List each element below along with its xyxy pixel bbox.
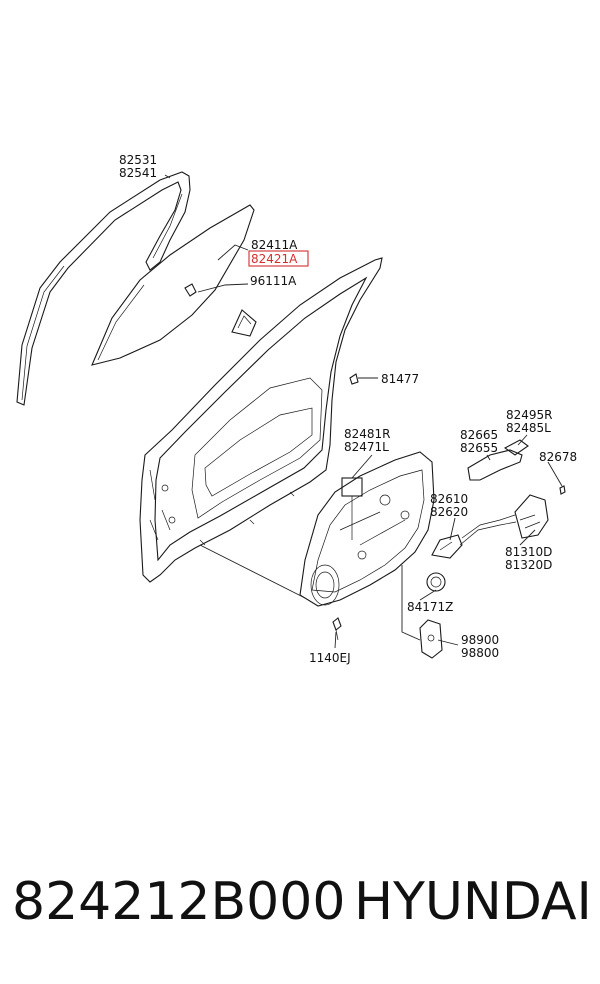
label-81320d: 81320D <box>505 558 552 572</box>
delta-bracket <box>184 283 257 337</box>
label-98800: 98800 <box>461 646 499 660</box>
part-number: 824212B000 <box>12 872 346 932</box>
label-82485l: 82485L <box>506 421 551 435</box>
label-82471l: 82471L <box>344 440 389 454</box>
label-81310d: 81310D <box>505 545 552 559</box>
label-82610: 82610 <box>430 492 468 506</box>
label-98900: 98900 <box>461 633 499 647</box>
label-82678: 82678 <box>539 450 577 464</box>
glass-run-channel <box>16 171 191 406</box>
label-82655: 82655 <box>460 441 498 455</box>
leader-lines <box>164 174 563 649</box>
part-labels: 82531 82541 82411A 82421A 96111A 81477 8… <box>119 153 577 665</box>
label-82411a: 82411A <box>251 238 298 252</box>
screw <box>332 617 342 641</box>
door-frame <box>139 257 383 583</box>
outside-handle <box>467 439 529 481</box>
label-82495r: 82495R <box>506 408 553 422</box>
clip <box>349 373 359 385</box>
inside-handle <box>431 534 463 559</box>
label-82541: 82541 <box>119 166 157 180</box>
door-glass <box>91 204 255 366</box>
window-regulator-module <box>299 451 435 607</box>
small-screw <box>559 485 566 495</box>
label-96111a: 96111A <box>250 274 297 288</box>
label-82620: 82620 <box>430 505 468 519</box>
label-84171z: 84171Z <box>407 600 453 614</box>
grommet <box>426 572 446 592</box>
label-82531: 82531 <box>119 153 157 167</box>
check-bracket <box>419 619 443 659</box>
label-81477: 81477 <box>381 372 419 386</box>
label-82665: 82665 <box>460 428 498 442</box>
label-1140ej: 1140EJ <box>309 651 351 665</box>
door-latch <box>459 494 549 546</box>
label-82421a[interactable]: 82421A <box>251 252 298 266</box>
label-82481r: 82481R <box>344 427 391 441</box>
highlight-box-82421a <box>248 250 309 267</box>
brand-name: HYUNDAI <box>354 872 592 932</box>
